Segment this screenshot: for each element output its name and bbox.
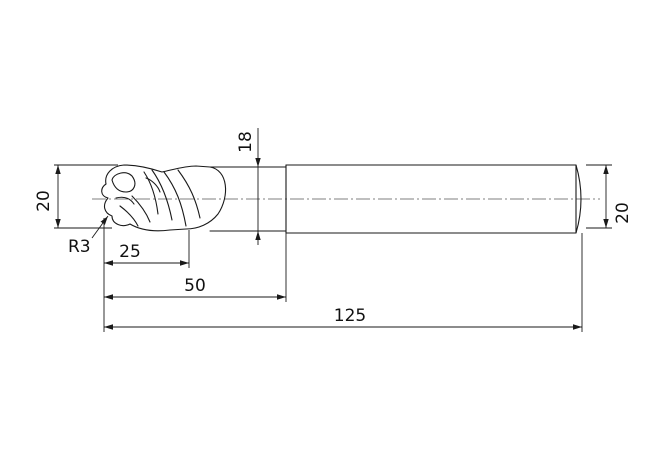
dim-neck-diameter: 18 xyxy=(236,128,261,245)
head-diameter-label: 20 xyxy=(34,190,54,212)
neck-diameter-label: 18 xyxy=(236,131,256,153)
neck-length-label: 50 xyxy=(184,276,206,296)
neck xyxy=(209,166,287,232)
dim-neck-length: 50 xyxy=(104,276,286,300)
shank-diameter-label: 20 xyxy=(613,202,633,224)
shank xyxy=(285,164,582,234)
dim-overall-length: 125 xyxy=(104,306,582,330)
cutting-head xyxy=(101,164,227,232)
flute-length-label: 25 xyxy=(119,242,141,262)
overall-length-label: 125 xyxy=(334,306,366,326)
dim-head-diameter: 20 xyxy=(34,164,118,229)
dim-shank-diameter: 20 xyxy=(586,164,633,229)
dim-corner-radius: R3 xyxy=(68,215,109,257)
dim-flute-length: 25 xyxy=(104,242,189,266)
corner-radius-label: R3 xyxy=(68,237,91,257)
